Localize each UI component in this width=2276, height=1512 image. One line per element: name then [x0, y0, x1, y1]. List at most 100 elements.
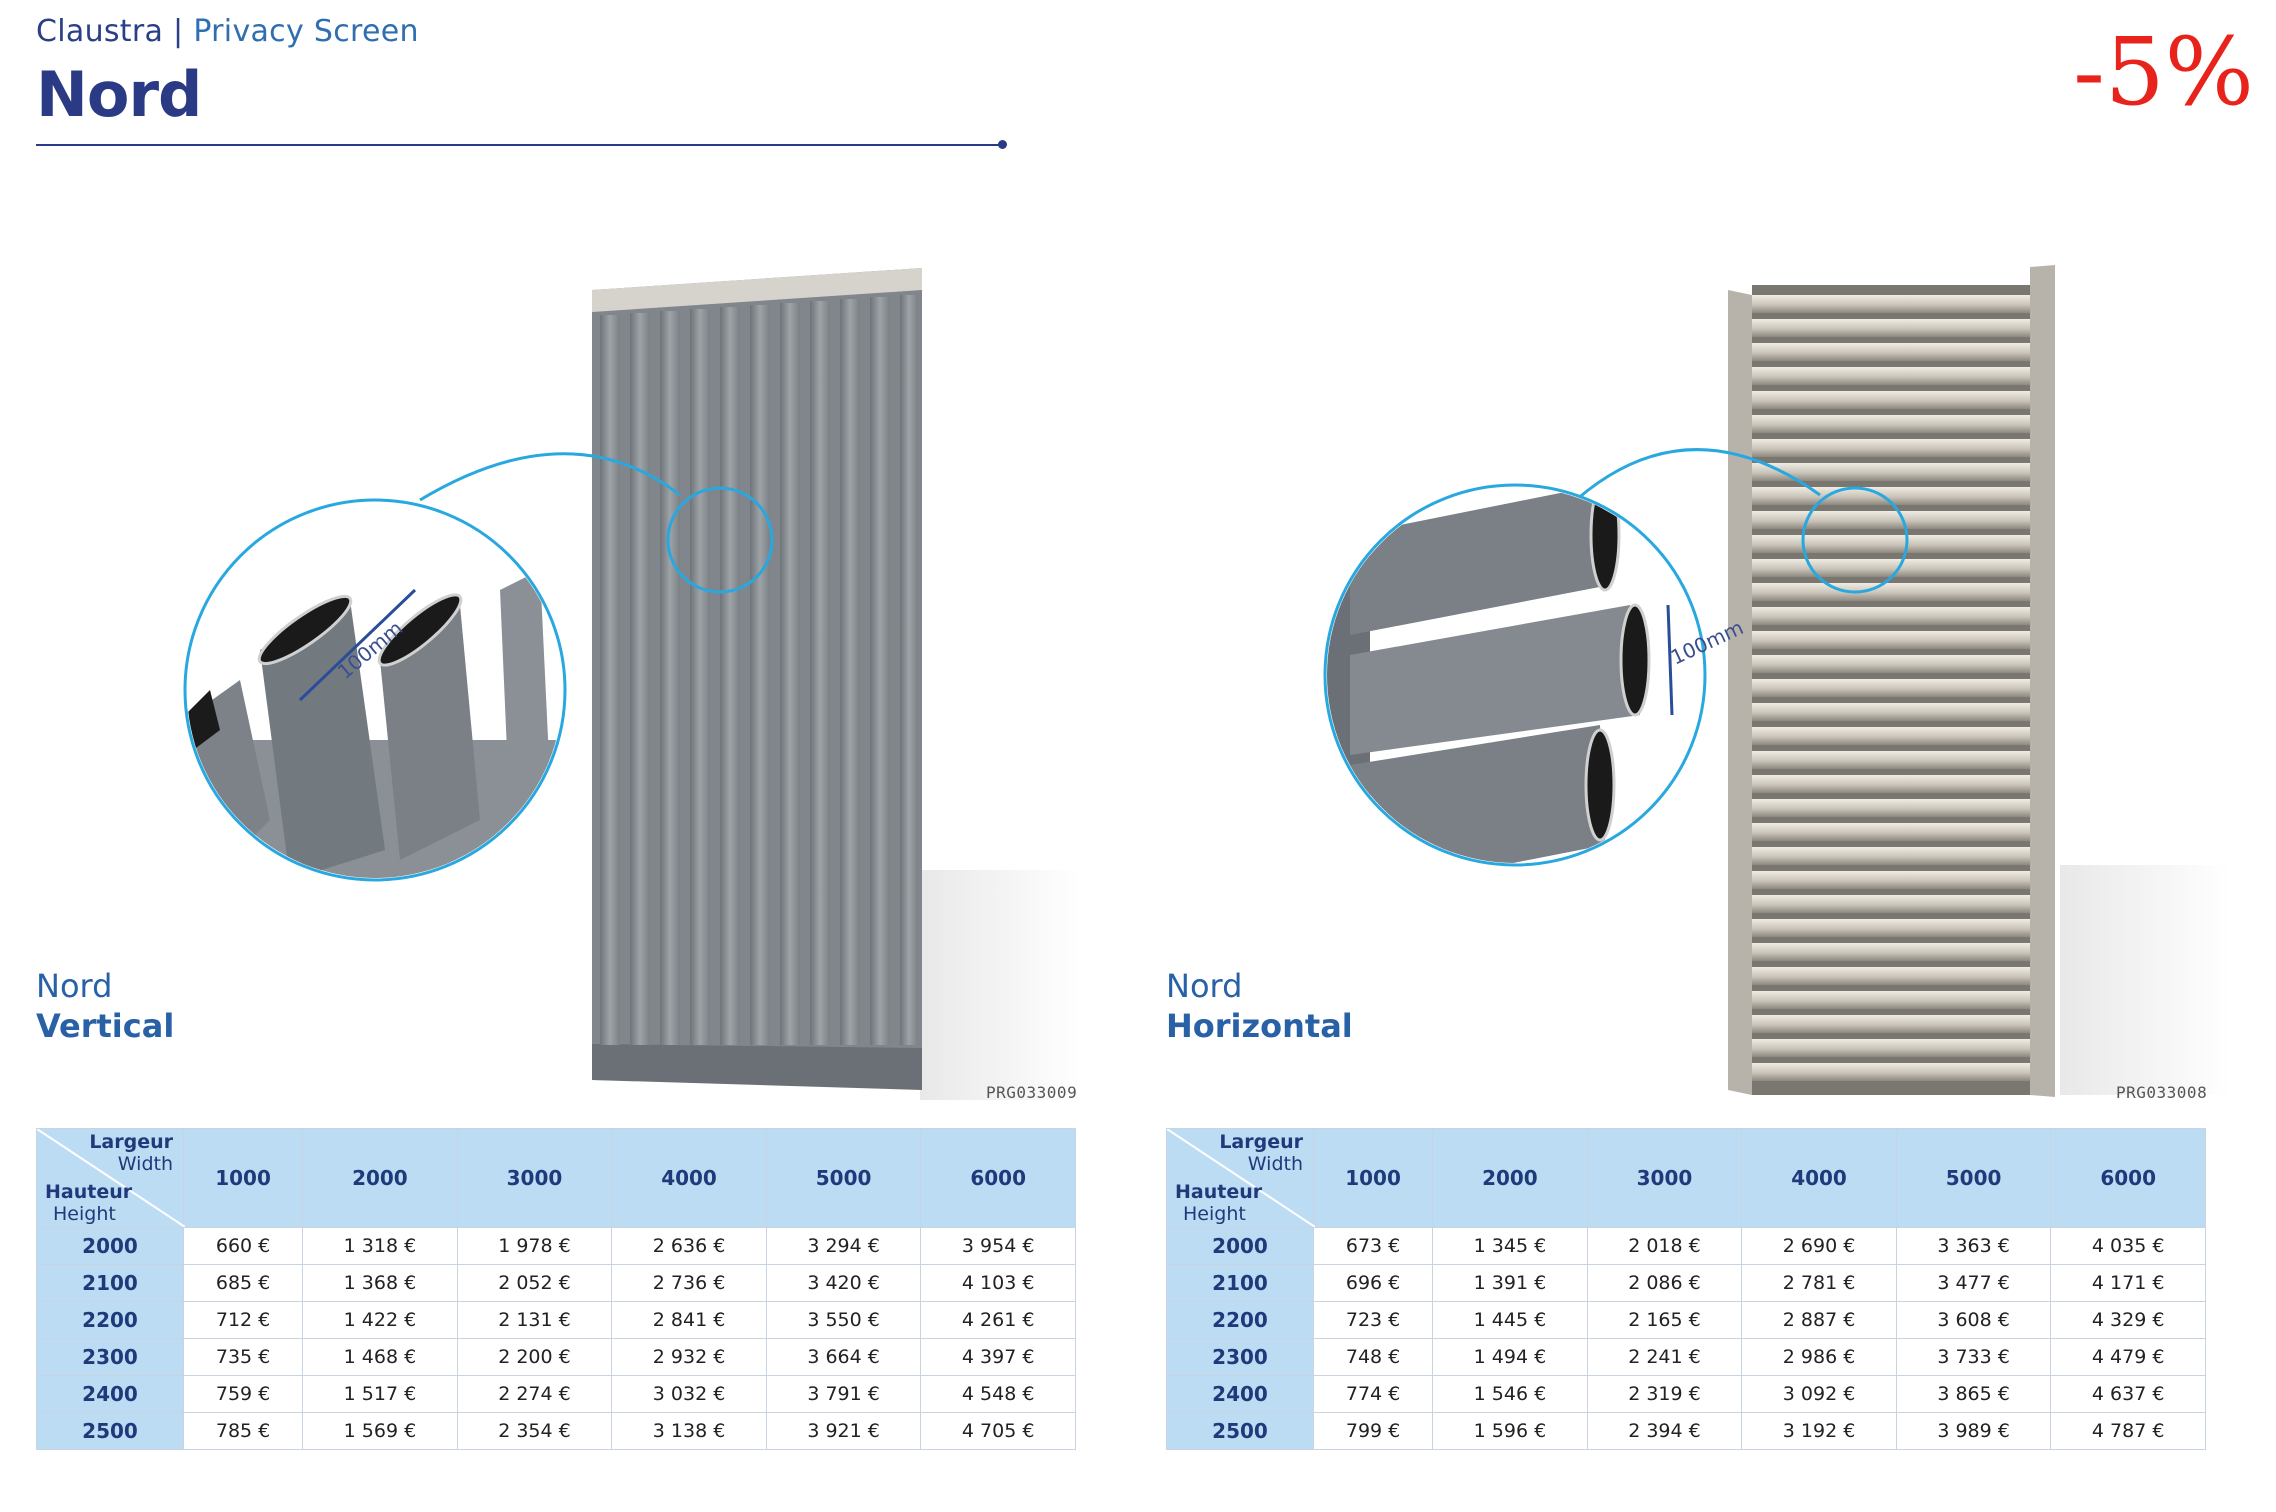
horizontal-slat	[1752, 943, 2030, 961]
width-column-header: 2000	[1432, 1128, 1588, 1228]
horizontal-slat	[1752, 871, 2030, 889]
price-cell: 3 294 €	[765, 1227, 922, 1265]
height-row-header: 2400	[36, 1375, 184, 1413]
price-cell: 1 546 €	[1432, 1375, 1588, 1413]
discount-badge: -5%	[2073, 18, 2254, 127]
horizontal-slat	[1752, 607, 2030, 625]
horizontal-screen-illustration: 100mm	[1323, 265, 2230, 1097]
price-cell: 673 €	[1312, 1227, 1434, 1265]
price-cell: 3 192 €	[1741, 1412, 1897, 1450]
height-row-header: 2200	[1166, 1301, 1314, 1339]
width-column-header: 6000	[2050, 1128, 2206, 1228]
width-fr-label: Largeur	[1219, 1131, 1303, 1153]
price-cell: 4 637 €	[2050, 1375, 2206, 1413]
price-cell: 3 092 €	[1741, 1375, 1897, 1413]
horizontal-slat	[1752, 655, 2030, 673]
price-cell: 748 €	[1312, 1338, 1434, 1376]
title-divider-dot	[998, 140, 1007, 149]
price-cell: 2 131 €	[456, 1301, 613, 1339]
height-fr-label: Hauteur	[45, 1181, 133, 1203]
price-cell: 4 787 €	[2050, 1412, 2206, 1450]
price-cell: 4 705 €	[920, 1412, 1076, 1450]
price-cell: 3 865 €	[1895, 1375, 2052, 1413]
width-fr-label: Largeur	[89, 1131, 173, 1153]
height-en-label: Height	[53, 1203, 116, 1225]
horizontal-slat	[1752, 847, 2030, 865]
price-cell: 1 318 €	[302, 1227, 458, 1265]
horizontal-slat	[1752, 535, 2030, 553]
category-en-label: Privacy Screen	[193, 14, 419, 49]
price-cell: 2 394 €	[1586, 1412, 1743, 1450]
horizontal-slat	[1752, 319, 2030, 337]
width-column-header: 5000	[765, 1128, 922, 1228]
width-column-header: 5000	[1895, 1128, 2052, 1228]
price-cell: 3 921 €	[765, 1412, 922, 1450]
width-en-label: Width	[1247, 1153, 1303, 1175]
price-cell: 1 517 €	[302, 1375, 458, 1413]
price-cell: 685 €	[182, 1264, 304, 1302]
price-cell: 1 569 €	[302, 1412, 458, 1450]
price-cell: 4 261 €	[920, 1301, 1076, 1339]
price-cell: 4 397 €	[920, 1338, 1076, 1376]
horizontal-product-code: PRG033008	[2116, 1083, 2208, 1102]
price-cell: 3 733 €	[1895, 1338, 2052, 1376]
horizontal-slat	[1752, 463, 2030, 481]
price-cell: 3 989 €	[1895, 1412, 2052, 1450]
vertical-product-variant: Vertical	[36, 1007, 175, 1045]
price-cell: 3 608 €	[1895, 1301, 2052, 1339]
vertical-product-code: PRG033009	[986, 1083, 1078, 1102]
width-column-header: 3000	[1586, 1128, 1743, 1228]
price-cell: 660 €	[182, 1227, 304, 1265]
price-cell: 799 €	[1312, 1412, 1434, 1450]
price-cell: 723 €	[1312, 1301, 1434, 1339]
price-cell: 2 841 €	[611, 1301, 767, 1339]
vertical-screen-illustration: 100mm	[183, 268, 1080, 1100]
price-cell: 2 986 €	[1741, 1338, 1897, 1376]
price-cell: 774 €	[1312, 1375, 1434, 1413]
price-cell: 1 422 €	[302, 1301, 458, 1339]
horizontal-slat	[1752, 343, 2030, 361]
horizontal-product-variant: Horizontal	[1166, 1007, 1353, 1045]
height-row-header: 2000	[1166, 1227, 1314, 1265]
horizontal-slat	[1752, 367, 2030, 385]
horizontal-slat	[1752, 1015, 2030, 1033]
height-row-header: 2200	[36, 1301, 184, 1339]
horizontal-product-title: Nord Horizontal	[1166, 966, 1353, 1046]
horizontal-slat	[1752, 703, 2030, 721]
height-row-header: 2300	[1166, 1338, 1314, 1376]
price-cell: 785 €	[182, 1412, 304, 1450]
horizontal-slats	[1752, 295, 2030, 1081]
price-cell: 3 550 €	[765, 1301, 922, 1339]
price-cell: 2 319 €	[1586, 1375, 1743, 1413]
horizontal-slat	[1752, 679, 2030, 697]
price-cell: 712 €	[182, 1301, 304, 1339]
price-cell: 2 086 €	[1586, 1264, 1743, 1302]
price-cell: 2 274 €	[456, 1375, 613, 1413]
horizontal-slat	[1752, 895, 2030, 913]
price-cell: 2 690 €	[1741, 1227, 1897, 1265]
category-label: Claustra	[36, 14, 164, 49]
price-cell: 3 664 €	[765, 1338, 922, 1376]
price-cell: 1 368 €	[302, 1264, 458, 1302]
price-cell: 1 978 €	[456, 1227, 613, 1265]
width-column-header: 1000	[182, 1128, 304, 1228]
price-cell: 1 494 €	[1432, 1338, 1588, 1376]
height-row-header: 2000	[36, 1227, 184, 1265]
breadcrumb: Claustra | Privacy Screen	[36, 14, 419, 49]
horizontal-slat	[1752, 439, 2030, 457]
horizontal-slat	[1752, 295, 2030, 313]
